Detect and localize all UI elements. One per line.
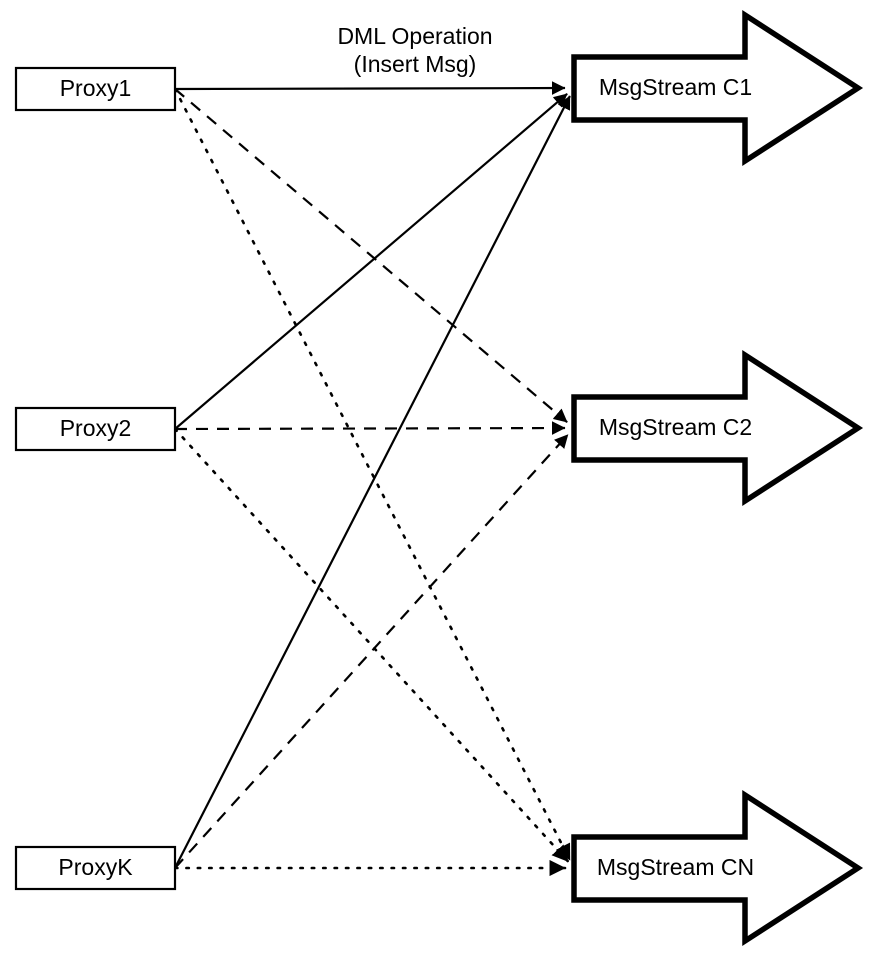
msgstream-arrow-shape [571,9,864,167]
proxy-box-rect [14,406,177,452]
connection-proxy1-to-c1 [174,81,566,95]
connection-proxy2-to-cn [173,427,570,863]
connections-layer [173,81,572,877]
msgstream-arrow-shape [571,349,864,507]
proxy-label: Proxy1 [60,75,132,101]
dml-operation-label-line1: DML Operation [337,23,492,49]
connection-proxy1-to-cn [173,87,572,862]
proxy-node-proxy2[interactable]: Proxy2 [14,406,177,452]
connection-proxyk-to-c1 [174,95,571,869]
msgstream-node-stream-c1[interactable]: MsgStream C1 [571,9,864,167]
msgstream-label: MsgStream C1 [599,74,752,100]
proxy-label: ProxyK [58,854,133,880]
proxy-node-proxy1[interactable]: Proxy1 [14,66,177,112]
proxy-label: Proxy2 [60,415,132,441]
msgstream-arrow-shape [571,789,864,947]
proxy-node-proxyk[interactable]: ProxyK [14,845,177,891]
msgstream-label: MsgStream CN [597,854,754,880]
dml-operation-label-line2: (Insert Msg) [354,51,477,77]
connection-proxyk-to-c2 [174,433,569,869]
proxy-box-rect [14,845,177,891]
connection-proxy2-to-c1 [174,93,568,430]
dml-operation-annotation: DML Operation (Insert Msg) [337,23,492,77]
streams-layer: MsgStream C1 MsgStream C2 MsgStream CN [571,9,864,947]
connection-proxy2-to-c2 [174,421,566,435]
msgstream-label: MsgStream C2 [599,414,752,440]
msgstream-node-stream-cn[interactable]: MsgStream CN [571,789,864,947]
msgstream-node-stream-c2[interactable]: MsgStream C2 [571,349,864,507]
connection-proxy1-to-c2 [174,88,568,424]
proxy-box-rect [14,66,177,112]
